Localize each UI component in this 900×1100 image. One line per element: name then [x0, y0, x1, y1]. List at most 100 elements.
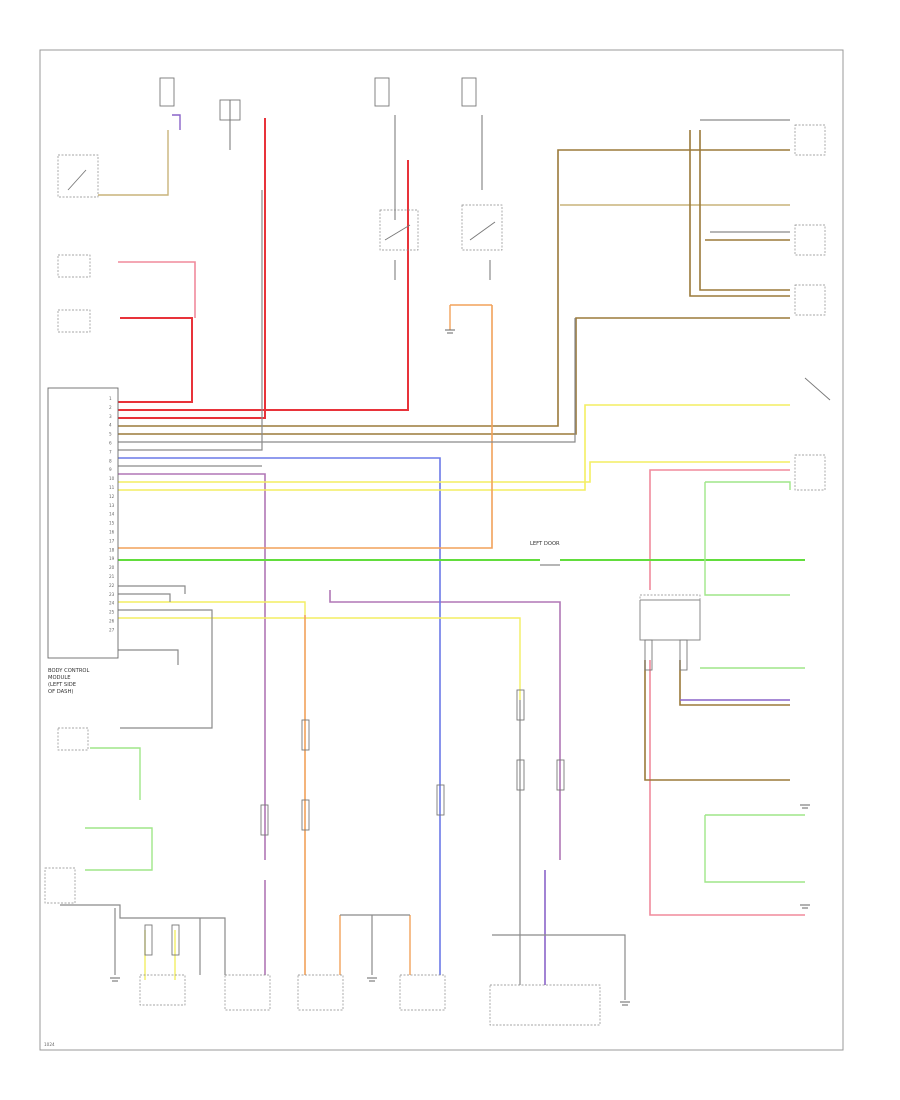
door-lock-switch-left: [57, 154, 99, 198]
bcm-label-line-1: BODY CONTROL: [48, 668, 90, 674]
wire-blue-1: [118, 457, 441, 975]
wire-gray-4: [118, 585, 186, 594]
wire-layer: [60, 100, 805, 1000]
connector-mark: [556, 759, 565, 791]
actuator-box-1: [139, 974, 186, 1006]
connector-mark: [644, 639, 653, 671]
ground-symbol: [367, 977, 377, 982]
wire-gray-19: [200, 917, 226, 975]
bcm-pin-17: 17: [109, 538, 115, 543]
bcm-pin-3: 3: [109, 414, 112, 419]
bcm-pin-4: 4: [109, 423, 112, 428]
wire-lgreen-1: [705, 481, 791, 490]
fuse-block-3: [461, 77, 477, 107]
ground-symbol: [800, 904, 810, 909]
connector-mark: [516, 759, 525, 791]
wire-lgreen-2: [704, 482, 790, 596]
wire-gray-6: [118, 609, 213, 729]
wire-yellow-4: [118, 617, 521, 700]
connector-mark: [679, 639, 688, 671]
bcm-pin-22: 22: [109, 583, 115, 588]
bcm-pin-1: 1: [109, 396, 112, 401]
connector-mark: [260, 804, 269, 836]
ignition-switch-block: [57, 254, 91, 278]
bcm-pin-16: 16: [109, 530, 115, 535]
left-side-switches: [57, 727, 89, 751]
wire-pink-2: [649, 469, 790, 590]
wire-gray-1: [118, 318, 576, 443]
bcm-pin-6: 6: [109, 441, 112, 446]
wire-yellow-3: [118, 601, 306, 615]
wire-red-3: [118, 118, 266, 419]
bcm-pin-7: 7: [109, 449, 112, 454]
bcm-pin-13: 13: [109, 503, 115, 508]
wire-red-2: [118, 160, 409, 411]
relay-2: [461, 204, 503, 251]
wire-brown-2: [118, 317, 790, 435]
left-door-fuse-label: LEFT DOOR: [530, 541, 560, 547]
bcm-connector-block: [47, 387, 119, 659]
wire-gray-24: [639, 599, 701, 641]
actuator-box-2: [224, 974, 271, 1011]
wire-orange-1: [118, 305, 493, 549]
connector-mark: [436, 784, 445, 816]
ground-symbol: [110, 977, 120, 982]
wire-tan-1: [98, 130, 169, 196]
bcm-label-line-3: (LEFT SIDE: [48, 682, 76, 688]
wire-purple-1: [118, 473, 266, 860]
ground-symbol: [620, 1001, 630, 1006]
bcm-pin-12: 12: [109, 494, 115, 499]
bcm-pin-2: 2: [109, 405, 112, 410]
wire-lgreen-7: [85, 827, 153, 871]
diagram-frame: [39, 49, 844, 1051]
wire-red-1: [118, 317, 193, 403]
actuator-box-3: [297, 974, 344, 1011]
bcm-pin-21: 21: [109, 574, 115, 579]
bcm-pin-26: 26: [109, 619, 115, 624]
bcm-pin-labels: 1234567891011121314151617181920212223242…: [109, 396, 115, 632]
relay-2-contact: [469, 221, 496, 241]
right-switch-5: [794, 454, 826, 491]
ground-symbol: [445, 329, 455, 334]
wire-gray-17: [492, 934, 626, 1000]
footer-code: 1024: [44, 1042, 55, 1047]
wire-gray-2: [118, 190, 263, 451]
wire-pink-3: [649, 660, 805, 916]
engine-control-module-block: [57, 309, 91, 333]
wire-brown-1: [118, 149, 790, 427]
wire-lgreen-6: [90, 747, 141, 800]
bcm-pin-23: 23: [109, 592, 115, 597]
wire-gray-25: [60, 904, 200, 919]
bcm-pin-14: 14: [109, 512, 115, 517]
wire-brown-5: [689, 130, 790, 297]
wire-gray-7: [118, 649, 179, 665]
bcm-pin-25: 25: [109, 610, 115, 615]
bcm-pin-24: 24: [109, 601, 115, 606]
bcm-pin-19: 19: [109, 556, 115, 561]
wire-brown-4: [699, 130, 790, 291]
fuse-block-1: [159, 77, 175, 107]
bcm-pin-15: 15: [109, 521, 115, 526]
actuator-box-4: [399, 974, 446, 1011]
bcm-label-line-4: OF DASH): [48, 689, 73, 695]
switch-contact: [67, 169, 87, 191]
connector-mark: [301, 719, 310, 751]
component-layer: 1234567891011121314151617181920212223242…: [44, 77, 831, 1026]
rear-switch-block: [44, 867, 76, 904]
fuse-block-4: [219, 99, 241, 121]
ground-symbol: [800, 804, 810, 809]
bcm-pin-18: 18: [109, 547, 115, 552]
wire-pink-1: [118, 261, 196, 318]
bcm-pin-5: 5: [109, 432, 112, 437]
relay-1-contact: [384, 224, 411, 241]
right-switch-1: [794, 124, 826, 156]
connector-mark: [301, 799, 310, 831]
fuse-block-2: [374, 77, 390, 107]
wire-brown-8: [644, 660, 790, 781]
label-layer: BODY CONTROL MODULE (LEFT SIDE OF DASH) …: [44, 541, 560, 1047]
bcm-pin-10: 10: [109, 476, 115, 481]
right-switch-2: [794, 224, 826, 256]
bcm-pin-9: 9: [109, 467, 112, 472]
connector-mark: [144, 924, 153, 956]
